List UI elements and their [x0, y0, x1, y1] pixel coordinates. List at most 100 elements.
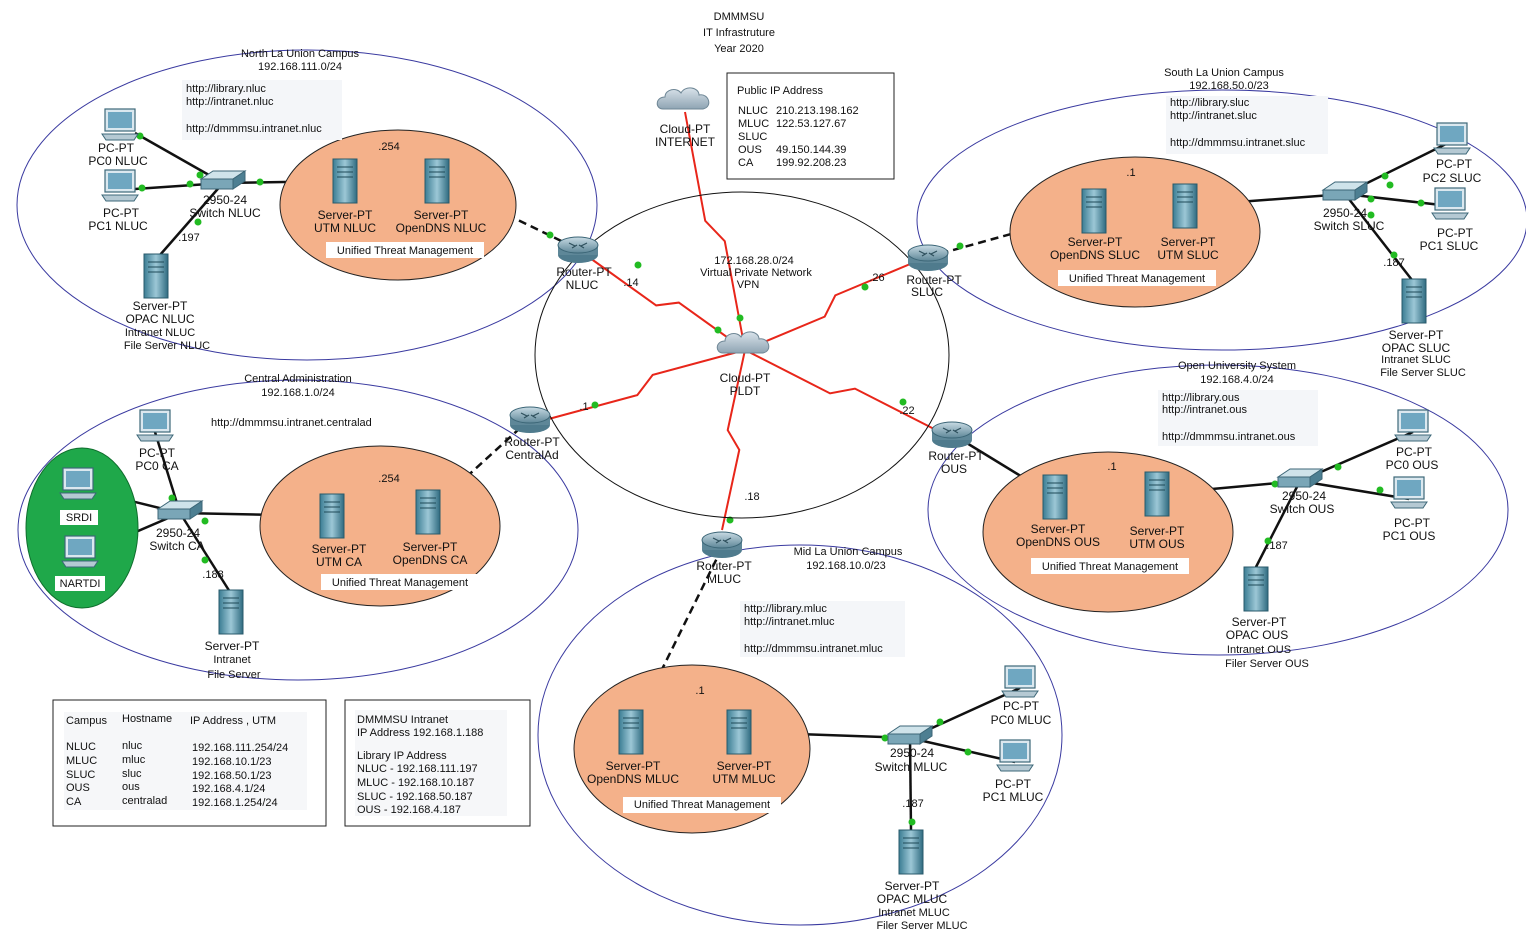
- sluc-net: 192.168.50.0/23: [1189, 80, 1269, 92]
- router-mluc-icon: [701, 531, 743, 559]
- server-ous-label: OPAC OUS: [1226, 628, 1288, 642]
- library-ip-row: MLUC - 192.168.10.187: [357, 777, 474, 789]
- hosts-cell: centralad: [122, 795, 167, 807]
- dns-nluc-label: Server-PT: [414, 208, 469, 222]
- server-utm-nluc-icon: [332, 158, 358, 204]
- link-status-dot: [1334, 463, 1342, 471]
- link-status-dot: [1386, 181, 1394, 189]
- router-ous-label: Router-PT: [928, 449, 984, 463]
- router-ca-label: CentralAd: [505, 448, 558, 462]
- sluc-url: http://library.sluc: [1170, 97, 1250, 109]
- switch-ous-label: Switch OUS: [1270, 502, 1335, 516]
- sluc-server-ip: .187: [1383, 257, 1404, 269]
- sluc-url: http://dmmmsu.intranet.sluc: [1170, 137, 1306, 149]
- pc-nartdi-icon: [61, 535, 99, 568]
- ous-utm-tag: [1031, 558, 1189, 574]
- link-status-dot: [736, 314, 744, 322]
- link-status-dot: [634, 261, 642, 269]
- mluc-utm-ip: .1: [695, 685, 704, 697]
- switch-ca-label: Switch CA: [149, 539, 204, 553]
- server-opac-ous-icon: [1243, 566, 1269, 612]
- sluc-utm-ip: .1: [1126, 167, 1135, 179]
- hosts-cell: NLUC: [66, 741, 96, 753]
- server-nluc-label: Server-PT: [133, 299, 188, 313]
- link-status-dot: [1417, 199, 1425, 207]
- link-status-dot: [1271, 480, 1279, 488]
- server-mluc-label: Server-PT: [885, 879, 940, 893]
- pc0-ca-label: PC0 CA: [135, 459, 178, 473]
- link-status-dot: [186, 180, 194, 188]
- link-status-dot: [546, 231, 554, 239]
- library-ip-title: Library IP Address: [357, 750, 447, 762]
- nluc-url: http://dmmmsu.intranet.nluc: [186, 123, 322, 135]
- ca-net: 192.168.1.0/24: [261, 387, 334, 399]
- ous-net: 192.168.4.0/24: [1200, 374, 1273, 386]
- vpn-abbr: VPN: [737, 279, 760, 291]
- server-ous-label: Filer Server OUS: [1225, 658, 1309, 670]
- router-ca-icon: [509, 406, 551, 434]
- link-status-dot: [201, 556, 209, 564]
- mluc-url-box: [740, 601, 905, 657]
- utm-ous-label: UTM OUS: [1129, 537, 1184, 551]
- ca-name: Central Administration: [244, 373, 352, 385]
- server-dns-ca-icon: [415, 489, 441, 535]
- dns-ous-label: Server-PT: [1031, 522, 1086, 536]
- ca-utm-label: Unified Threat Management: [332, 577, 468, 589]
- link-status-dot: [956, 242, 964, 250]
- pc0-mluc-label: PC0 MLUC: [991, 713, 1052, 727]
- switch-mluc-label: Switch MLUC: [875, 760, 948, 774]
- server-intranet-ca-icon: [218, 589, 244, 635]
- wan-link-mluc: [721, 349, 746, 531]
- utm-ca-label: Server-PT: [312, 542, 367, 556]
- link-status-dot: [1376, 486, 1384, 494]
- public-ip-campus: MLUC: [738, 118, 769, 130]
- router-sluc-icon: [907, 244, 949, 272]
- pc1-nluc-label: PC-PT: [103, 206, 140, 220]
- ous-utm-label: Unified Threat Management: [1042, 561, 1178, 573]
- dns-ca-label: OpenDNS CA: [393, 553, 468, 567]
- hosts-cell: CA: [66, 796, 82, 808]
- pc-srdi-icon: [59, 467, 97, 500]
- hosts-cell: 192.168.1.254/24: [192, 797, 278, 809]
- ca-utm-ip: .254: [378, 473, 399, 485]
- pc0-ous-label: PC-PT: [1396, 445, 1433, 459]
- server-opac-sluc-icon: [1401, 278, 1427, 324]
- router-mluc-label: Router-PT: [696, 559, 752, 573]
- internet-cloud-icon: [656, 87, 710, 110]
- vpn-name: Virtual Private Network: [700, 267, 812, 279]
- hosts-cell: 192.168.50.1/23: [192, 770, 272, 782]
- switch-ca-label: 2950-24: [156, 526, 200, 540]
- pc0-nluc-label: PC-PT: [98, 141, 135, 155]
- server-dns-nluc-icon: [424, 158, 450, 204]
- link-status-dot: [1381, 172, 1389, 180]
- lan-link: [1344, 192, 1451, 208]
- link-status-dot: [908, 818, 916, 826]
- server-ous-label: Intranet OUS: [1227, 644, 1291, 656]
- hosts-cell: OUS: [66, 782, 90, 794]
- vpn-net: 172.168.28.0/24: [714, 255, 794, 267]
- wan-link-ca: [544, 349, 746, 421]
- link-status-dot: [936, 718, 944, 726]
- mluc-url: http://dmmmsu.intranet.mluc: [744, 643, 883, 655]
- router-nluc-icon: [557, 236, 599, 264]
- dns-ca-label: Server-PT: [403, 540, 458, 554]
- pc2-sluc-label: PC2 SLUC: [1423, 171, 1482, 185]
- nluc-utm-tag: [326, 242, 484, 258]
- library-ip-row: NLUC - 192.168.111.197: [357, 763, 478, 775]
- server-sluc-label: Server-PT: [1389, 328, 1444, 342]
- server-ca-label: File Server: [207, 669, 261, 681]
- pc0-nluc-icon: [101, 108, 139, 141]
- router-ca-label: Router-PT: [504, 435, 560, 449]
- server-dns-ous-icon: [1042, 474, 1068, 520]
- utm-nluc-label: UTM NLUC: [314, 221, 376, 235]
- library-ip-row: SLUC - 192.168.50.187: [357, 791, 473, 803]
- utm-mluc-label: UTM MLUC: [712, 772, 776, 786]
- router-sluc-label: Router-PT: [906, 273, 962, 287]
- sluc-utm-tag: [1058, 270, 1216, 286]
- link-status-dot: [256, 178, 264, 186]
- lan-link: [427, 418, 531, 513]
- hosts-cell: 192.168.10.1/23: [192, 756, 272, 768]
- link-status-dot: [714, 326, 722, 334]
- router-nluc-label: Router-PT: [556, 265, 612, 279]
- router-sluc-label: SLUC: [911, 285, 943, 299]
